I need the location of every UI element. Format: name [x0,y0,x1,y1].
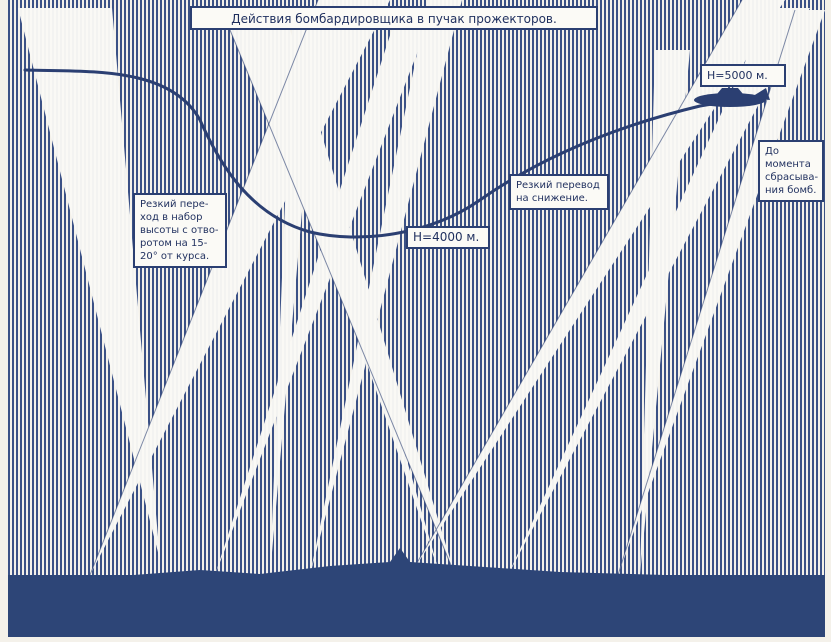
diagram-title: Действия бомбардировщика в пучак прожект… [190,6,598,30]
bomber-aircraft-icon [694,88,770,107]
flight-path [23,68,762,239]
ground [8,575,825,637]
searchlight-beam [18,8,160,560]
searchlight-beam [640,50,690,575]
until-bomb-drop-label: До момента сбрасыва- ния бомб. [758,140,824,202]
ground-skyline [8,548,825,585]
sharp-descent-label: Резкий перевод на снижение. [509,174,609,210]
searchlight-beam [248,20,440,575]
altitude-5000-label: Н=5000 м. [700,64,786,87]
altitude-4000-label: Н=4000 м. [406,226,490,249]
beam-edges [89,0,796,576]
searchlight-beam [410,0,785,575]
searchlight-beam [215,20,430,575]
searchlight-beam [310,0,462,575]
sharp-climb-label: Резкий пере- ход в набор высоты с отво- … [133,193,227,268]
